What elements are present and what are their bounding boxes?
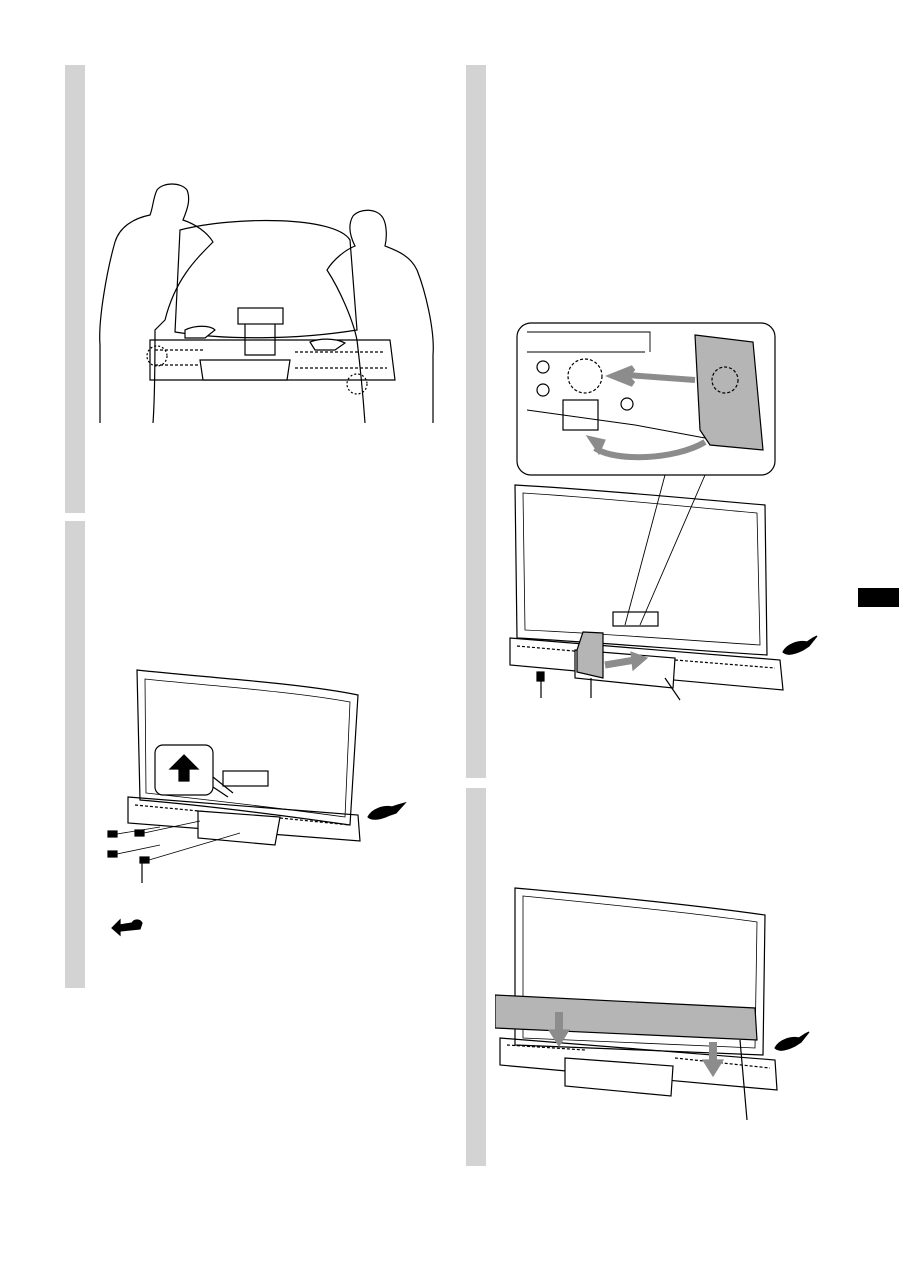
- screwdriver-icon: [367, 801, 407, 820]
- illustration-remove-screws: [107, 669, 407, 937]
- step-bar-3: [466, 65, 486, 778]
- tv-body: [514, 887, 766, 1056]
- hand-right: [309, 338, 347, 351]
- tv-bracket: [612, 611, 659, 627]
- tv-bracket: [237, 307, 284, 325]
- speaker-bar: [149, 339, 396, 381]
- speaker-detail: [155, 349, 387, 369]
- screwdriver-icon: [774, 1031, 810, 1051]
- tv-body: [174, 219, 358, 339]
- stand-base: [564, 1057, 674, 1097]
- arrow-push: [604, 656, 636, 669]
- screwdriver-icon: [782, 635, 818, 655]
- detail-circle-right: [346, 373, 368, 395]
- callout-line: [739, 1039, 748, 1121]
- screwdriver-return-icon: [111, 918, 143, 937]
- step-bar-1: [65, 65, 85, 513]
- section-tab: [858, 588, 899, 607]
- speaker-cover: [495, 994, 758, 1041]
- stand-base: [197, 810, 281, 846]
- screw-icon: [536, 671, 545, 682]
- person-right: [326, 209, 434, 424]
- screw-icon: [107, 829, 150, 864]
- illustration-lift-tv: [99, 183, 434, 424]
- illustration-attach-cover: [509, 322, 818, 701]
- hand-left: [184, 325, 216, 339]
- arrow-curve: [593, 439, 707, 461]
- stand-cover: [576, 631, 604, 679]
- tv-bracket: [222, 770, 269, 787]
- person-left: [99, 183, 214, 424]
- detail-circle-left: [146, 345, 168, 367]
- detail-dashed-circle: [567, 358, 603, 394]
- illustration-attach-rear-panel: [495, 887, 810, 1121]
- step-bar-2: [65, 521, 85, 988]
- speaker-bar: [499, 1037, 778, 1091]
- stand-base: [199, 359, 291, 381]
- speaker-bar: [509, 637, 784, 691]
- speaker-bar: [127, 796, 361, 842]
- callout-line: [540, 677, 681, 701]
- up-arrow-icon: [168, 754, 200, 782]
- step-bar-4: [466, 788, 486, 1166]
- arrow-slide: [604, 365, 696, 387]
